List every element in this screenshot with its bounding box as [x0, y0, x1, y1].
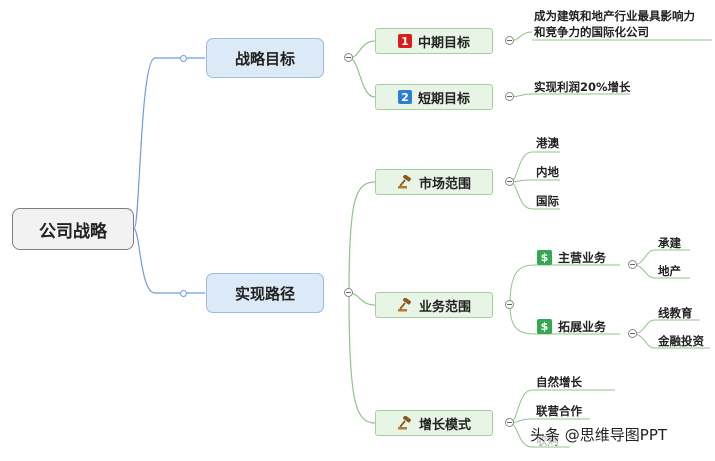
branch-knob: [180, 55, 187, 62]
node-label: 市场范围: [418, 176, 471, 192]
node-label: 主营业务: [558, 251, 607, 265]
collapse-toggle[interactable]: [505, 92, 514, 101]
gavel-icon: [397, 175, 412, 189]
gavel-icon: [397, 416, 412, 430]
number-two-icon: 2: [397, 90, 412, 104]
expand-business-item: 线教育: [658, 306, 693, 320]
market-item: 国际: [536, 194, 559, 208]
growth-item: 自然增长: [536, 375, 582, 389]
watermark: 头条 @思维导图PPT: [528, 424, 670, 445]
node-mid-term-goal[interactable]: 1 中期目标: [375, 28, 493, 54]
node-label: 实现路径: [234, 284, 295, 303]
collapse-toggle[interactable]: [505, 418, 514, 427]
node-label: 短期目标: [417, 91, 470, 107]
gavel-icon: [397, 298, 412, 312]
number-one-icon: 1: [397, 34, 412, 48]
branch-knob: [180, 290, 187, 297]
collapse-toggle[interactable]: [505, 177, 514, 186]
short-goal-text: 实现利润20%增长: [534, 80, 631, 94]
node-market-scope[interactable]: 市场范围: [375, 169, 493, 195]
node-strategic-goals[interactable]: 战略目标: [206, 38, 324, 78]
collapse-toggle[interactable]: [344, 288, 353, 297]
node-implementation-path[interactable]: 实现路径: [206, 273, 324, 313]
node-label: 增长模式: [418, 417, 471, 433]
node-label: 中期目标: [417, 35, 470, 51]
collapse-toggle[interactable]: [505, 300, 514, 309]
mid-goal-text-line1: 成为建筑和地产行业最具影响力: [534, 9, 695, 23]
node-label: 战略目标: [234, 49, 295, 68]
collapse-toggle[interactable]: [344, 53, 353, 62]
node-expand-business[interactable]: $ 拓展业务: [537, 318, 606, 335]
root-node[interactable]: 公司战略: [12, 208, 134, 250]
node-growth-mode[interactable]: 增长模式: [375, 410, 493, 436]
node-label: 拓展业务: [558, 320, 607, 334]
growth-item: 联营合作: [536, 404, 582, 418]
mid-goal-text-line2: 和竞争力的国际化公司: [534, 25, 649, 39]
main-business-item: 承建: [658, 236, 681, 250]
dollar-icon: $: [537, 319, 552, 334]
main-business-item: 地产: [658, 264, 681, 278]
node-main-business[interactable]: $ 主营业务: [537, 249, 606, 266]
collapse-toggle[interactable]: [505, 36, 514, 45]
dollar-icon: $: [537, 250, 552, 265]
node-short-term-goal[interactable]: 2 短期目标: [375, 84, 493, 110]
root-label: 公司战略: [39, 221, 107, 242]
node-business-scope[interactable]: 业务范围: [375, 292, 493, 318]
expand-business-item: 金融投资: [658, 334, 704, 348]
node-label: 业务范围: [418, 299, 471, 315]
market-item: 内地: [536, 165, 559, 179]
collapse-toggle[interactable]: [628, 260, 637, 269]
collapse-toggle[interactable]: [628, 329, 637, 338]
market-item: 港澳: [536, 136, 559, 150]
